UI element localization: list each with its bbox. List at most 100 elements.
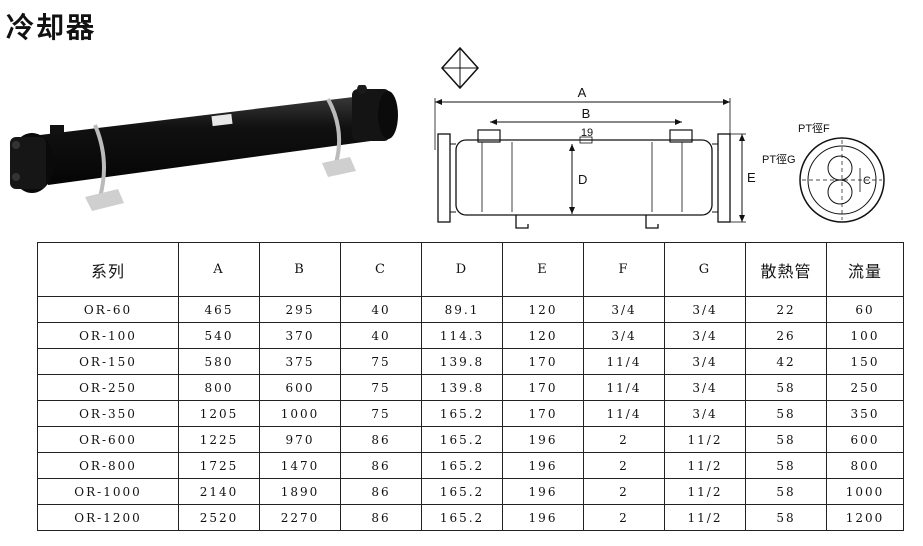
- cell-c: 40: [340, 322, 422, 349]
- cell-series: OR-100: [37, 322, 179, 349]
- cell-c: 86: [340, 478, 422, 505]
- cell-flow: 250: [826, 374, 904, 401]
- cell-flow: 1000: [826, 478, 904, 505]
- cell-b: 970: [259, 426, 341, 453]
- cell-f: 3/4: [583, 296, 665, 323]
- cell-a: 1205: [178, 400, 260, 427]
- cell-a: 2140: [178, 478, 260, 505]
- cell-e: 170: [502, 374, 584, 401]
- table-row: OR-1200 2520 2270 86 165.2 196 2 11/2 58…: [37, 504, 904, 531]
- cell-g: 11/2: [664, 504, 746, 531]
- cell-d: 114.3: [421, 322, 503, 349]
- col-header-f: F: [583, 242, 665, 297]
- cell-e: 170: [502, 400, 584, 427]
- cell-series: OR-60: [37, 296, 179, 323]
- cell-tubes: 58: [745, 478, 827, 505]
- cell-series: OR-800: [37, 452, 179, 479]
- cell-tubes: 22: [745, 296, 827, 323]
- cell-g: 3/4: [664, 348, 746, 375]
- cell-b: 1890: [259, 478, 341, 505]
- cell-flow: 800: [826, 452, 904, 479]
- cell-e: 196: [502, 504, 584, 531]
- cell-series: OR-250: [37, 374, 179, 401]
- cell-f: 3/4: [583, 322, 665, 349]
- page-title: 冷却器: [6, 11, 97, 44]
- cell-e: 120: [502, 322, 584, 349]
- cell-f: 2: [583, 426, 665, 453]
- table-row: OR-600 1225 970 86 165.2 196 2 11/2 58 6…: [37, 426, 904, 453]
- cell-series: OR-600: [37, 426, 179, 453]
- spec-table: 系列 A B C D E F G 散熱管 流量 OR-60 465 295 40…: [37, 242, 904, 531]
- table-row: OR-250 800 600 75 139.8 170 11/4 3/4 58 …: [37, 374, 904, 401]
- cell-c: 40: [340, 296, 422, 323]
- cell-a: 1225: [178, 426, 260, 453]
- table-row: OR-60 465 295 40 89.1 120 3/4 3/4 22 60: [37, 296, 904, 323]
- cell-b: 375: [259, 348, 341, 375]
- dim-label-b: B: [582, 106, 591, 121]
- cell-g: 3/4: [664, 296, 746, 323]
- cell-g: 3/4: [664, 322, 746, 349]
- col-header-e: E: [502, 242, 584, 297]
- col-header-c: C: [340, 242, 422, 297]
- cell-b: 295: [259, 296, 341, 323]
- cell-flow: 1200: [826, 504, 904, 531]
- cell-c: 86: [340, 426, 422, 453]
- col-header-d: D: [421, 242, 503, 297]
- cell-flow: 100: [826, 322, 904, 349]
- cell-flow: 350: [826, 400, 904, 427]
- cell-b: 600: [259, 374, 341, 401]
- cell-series: OR-1000: [37, 478, 179, 505]
- cell-e: 196: [502, 478, 584, 505]
- col-header-flow: 流量: [826, 242, 904, 297]
- cell-a: 465: [178, 296, 260, 323]
- cell-series: OR-350: [37, 400, 179, 427]
- cell-d: 139.8: [421, 348, 503, 375]
- cell-g: 3/4: [664, 374, 746, 401]
- label-pt-f: PT徑F: [798, 122, 830, 135]
- end-view-drawing: PT徑F PT徑G C: [762, 122, 885, 223]
- cell-e: 120: [502, 296, 584, 323]
- cell-g: 3/4: [664, 400, 746, 427]
- cell-d: 165.2: [421, 504, 503, 531]
- cell-d: 165.2: [421, 452, 503, 479]
- cell-d: 165.2: [421, 478, 503, 505]
- table-row: OR-150 580 375 75 139.8 170 11/4 3/4 42 …: [37, 348, 904, 375]
- cell-c: 86: [340, 504, 422, 531]
- cell-b: 1000: [259, 400, 341, 427]
- cell-b: 1470: [259, 452, 341, 479]
- cell-f: 11/4: [583, 374, 665, 401]
- cell-c: 86: [340, 452, 422, 479]
- col-header-g: G: [664, 242, 746, 297]
- dim-label-c: C: [863, 175, 871, 187]
- cell-flow: 150: [826, 348, 904, 375]
- cell-g: 11/2: [664, 426, 746, 453]
- cell-c: 75: [340, 400, 422, 427]
- dim-label-e: E: [747, 170, 756, 185]
- cell-tubes: 58: [745, 400, 827, 427]
- cell-tubes: 58: [745, 374, 827, 401]
- cell-d: 89.1: [421, 296, 503, 323]
- cell-d: 139.8: [421, 374, 503, 401]
- cell-a: 540: [178, 322, 260, 349]
- cell-f: 2: [583, 478, 665, 505]
- table-row: OR-100 540 370 40 114.3 120 3/4 3/4 26 1…: [37, 322, 904, 349]
- col-header-series: 系列: [37, 242, 179, 297]
- cell-flow: 600: [826, 426, 904, 453]
- cell-tubes: 42: [745, 348, 827, 375]
- table-row: OR-800 1725 1470 86 165.2 196 2 11/2 58 …: [37, 452, 904, 479]
- dim-label-19: 19: [581, 127, 593, 139]
- label-pt-g: PT徑G: [762, 153, 796, 166]
- col-header-tubes: 散熱管: [745, 242, 827, 297]
- cell-tubes: 58: [745, 452, 827, 479]
- cell-tubes: 26: [745, 322, 827, 349]
- cell-series: OR-1200: [37, 504, 179, 531]
- cell-f: 11/4: [583, 400, 665, 427]
- col-header-b: B: [259, 242, 341, 297]
- cell-a: 580: [178, 348, 260, 375]
- cell-f: 2: [583, 452, 665, 479]
- dim-label-a: A: [578, 85, 587, 100]
- cell-f: 11/4: [583, 348, 665, 375]
- col-header-a: A: [178, 242, 260, 297]
- cell-tubes: 58: [745, 504, 827, 531]
- cell-f: 2: [583, 504, 665, 531]
